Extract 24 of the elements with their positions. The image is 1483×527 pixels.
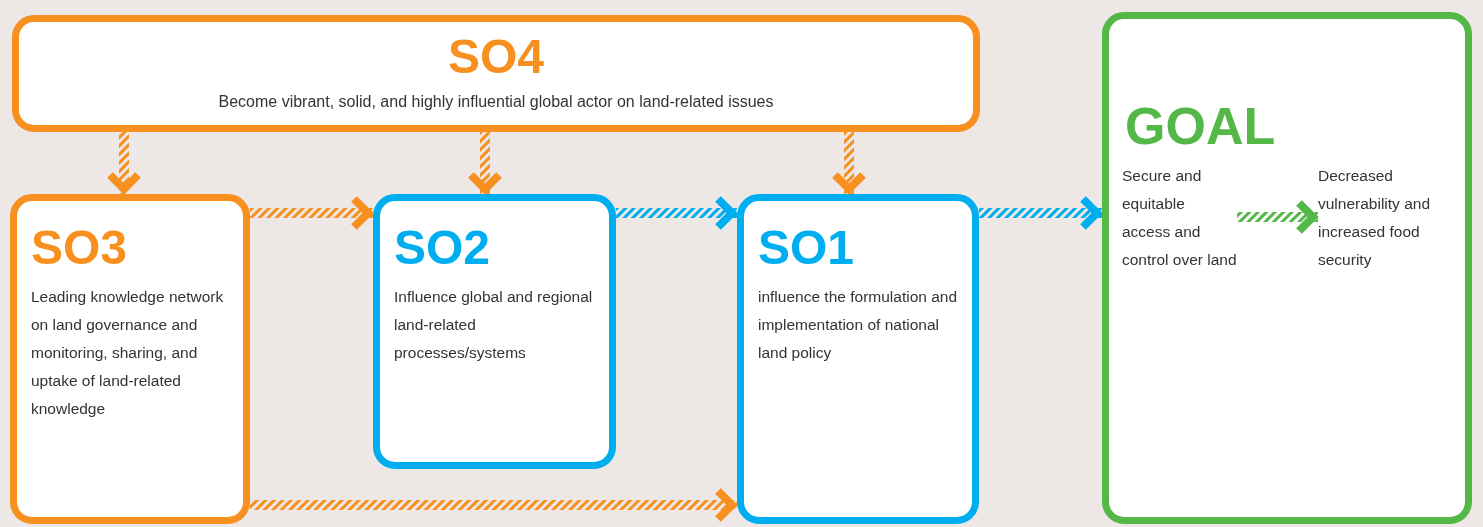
hatched-arrow	[250, 195, 373, 231]
box-description: Leading knowledge network on land governance and monitoring, sharing, and uptake of land-related knowledge	[31, 287, 225, 420]
box-heading: SO1	[758, 223, 855, 274]
hatched-arrow	[979, 195, 1102, 231]
box-description: Become vibrant, solid, and highly influential global actor on land-related issues	[218, 92, 774, 113]
rounded-box	[12, 15, 980, 132]
box-heading: SO3	[31, 223, 128, 274]
rounded-box	[737, 194, 979, 524]
hatched-arrow	[467, 132, 503, 194]
hatched-arrow	[616, 195, 737, 231]
box-description: Influence global and regional land-related processes/systems	[394, 287, 594, 364]
hatched-arrow	[250, 487, 737, 523]
box-heading: SO2	[394, 223, 491, 274]
rounded-box	[1102, 12, 1472, 524]
box-heading: GOAL	[1125, 99, 1276, 154]
hatched-arrow	[831, 132, 867, 194]
rounded-box	[373, 194, 616, 469]
box-description: Decreased vulnerability and increased food security	[1318, 166, 1431, 270]
hatched-arrow	[106, 132, 142, 194]
box-description: influence the formulation and implementation of national land policy	[758, 287, 958, 364]
box-heading: SO4	[447, 32, 544, 83]
box-description: Secure and equitable access and control over land	[1122, 166, 1237, 270]
hatched-arrow	[1237, 199, 1318, 235]
rounded-box	[10, 194, 250, 524]
